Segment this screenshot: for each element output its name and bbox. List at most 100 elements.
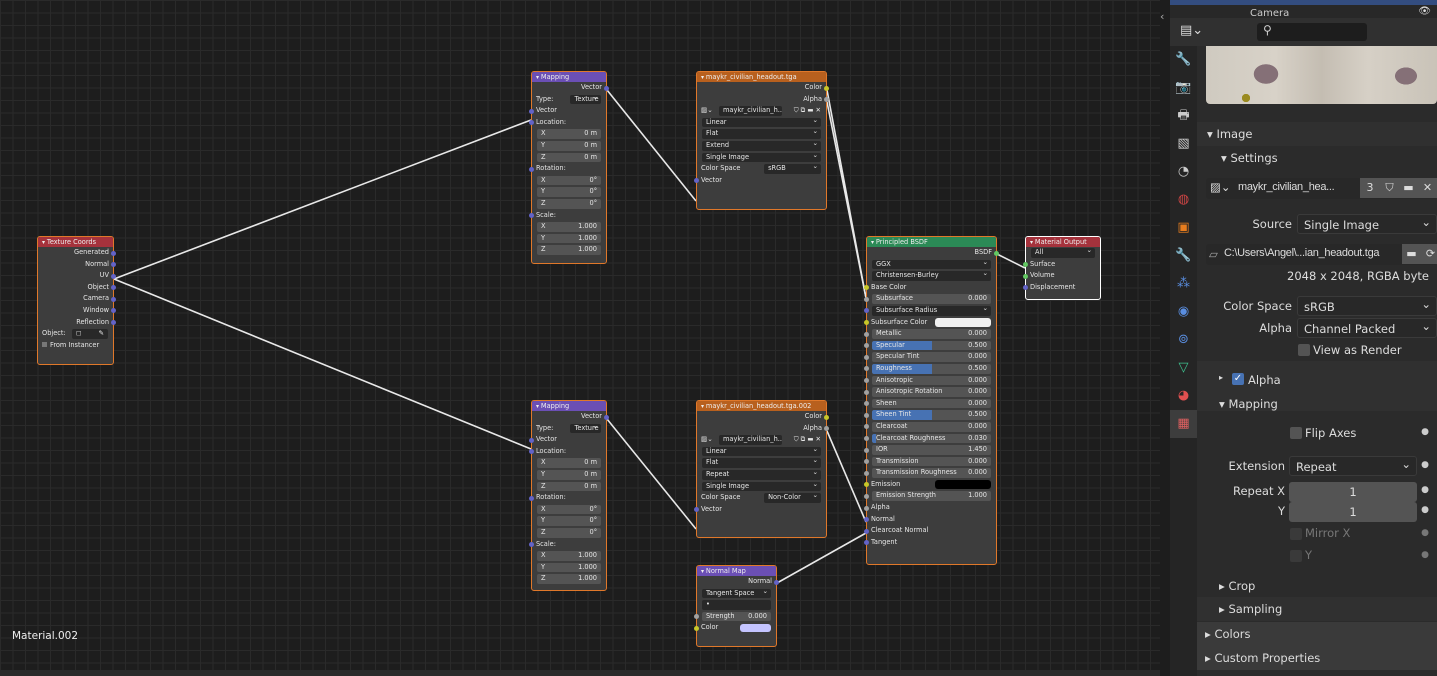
extension-dropdown[interactable]: Repeat bbox=[1289, 456, 1417, 476]
float-socket-icon[interactable] bbox=[864, 389, 869, 395]
float-socket-icon[interactable] bbox=[864, 505, 869, 511]
node-header[interactable]: maykr_civilian_headout.tga bbox=[697, 72, 826, 82]
vector-socket-icon[interactable] bbox=[111, 273, 116, 279]
dropdown[interactable]: GGX bbox=[872, 259, 991, 270]
color-socket-icon[interactable] bbox=[864, 285, 869, 291]
checkbox[interactable] bbox=[42, 341, 47, 347]
node-header[interactable]: Texture Coords bbox=[38, 237, 113, 247]
visibility-eye-icon[interactable]: 👁 bbox=[1418, 6, 1431, 17]
dropdown[interactable]: Flat bbox=[702, 458, 821, 468]
view-layer-tab-icon[interactable]: ▧ bbox=[1177, 136, 1190, 151]
view-as-render-checkbox[interactable] bbox=[1298, 344, 1310, 356]
tool-tab-icon[interactable]: 🔧 bbox=[1175, 52, 1192, 67]
editor-type-icon[interactable]: ▤⌄ bbox=[1180, 23, 1204, 38]
custom-properties-panel-header[interactable]: ▸ Custom Properties bbox=[1197, 646, 1437, 670]
colors-panel-header[interactable]: ▸ Colors bbox=[1197, 622, 1437, 646]
dropdown[interactable]: Non-Color bbox=[764, 493, 821, 503]
alpha-mode-dropdown[interactable]: Channel Packed bbox=[1297, 318, 1437, 338]
dropdown[interactable]: sRGB bbox=[764, 164, 821, 174]
dropdown[interactable]: All bbox=[1031, 248, 1095, 258]
color-socket-icon[interactable] bbox=[694, 625, 699, 631]
vector-socket-icon[interactable] bbox=[111, 308, 116, 314]
float-socket-icon[interactable] bbox=[864, 436, 869, 441]
panel-settings-header[interactable]: ▾ Settings bbox=[1221, 151, 1278, 165]
float-socket-icon[interactable] bbox=[864, 343, 869, 349]
node-mapping-1[interactable]: MappingVectorType:TextureVectorLocation:… bbox=[529, 71, 609, 264]
vector-socket-icon[interactable] bbox=[864, 308, 869, 314]
texture-tab-icon[interactable]: ▦ bbox=[1170, 410, 1197, 438]
float-socket-icon[interactable] bbox=[864, 378, 869, 384]
float-socket-icon[interactable] bbox=[694, 614, 699, 620]
image-name-field[interactable]: maykr_civilian_h... bbox=[719, 106, 782, 116]
image-actions-icons[interactable]: ⛉ ⧉ ▬ ✕ bbox=[793, 106, 821, 115]
node-header[interactable]: maykr_civilian_headout.tga.002 bbox=[697, 401, 826, 411]
physics-tab-icon[interactable]: ◉ bbox=[1177, 304, 1190, 319]
dropdown[interactable]: Subsurface Radius bbox=[872, 305, 991, 316]
shader-socket-icon[interactable] bbox=[1023, 273, 1028, 279]
vector-socket-icon[interactable] bbox=[774, 579, 779, 585]
vector-socket-icon[interactable] bbox=[111, 285, 116, 291]
float-socket-icon[interactable] bbox=[864, 412, 869, 418]
vector-socket-icon[interactable] bbox=[529, 542, 534, 548]
outliner-selected-row[interactable] bbox=[1170, 0, 1437, 5]
vector-socket-icon[interactable] bbox=[111, 296, 116, 302]
vector-socket-icon[interactable] bbox=[604, 85, 609, 91]
float-socket-icon[interactable] bbox=[864, 459, 869, 465]
dropdown[interactable]: Tangent Space bbox=[702, 588, 771, 599]
dropdown[interactable]: Linear bbox=[702, 117, 821, 128]
color-socket-icon[interactable] bbox=[824, 85, 829, 91]
vector-socket-icon[interactable] bbox=[864, 528, 869, 534]
image-actions-icons[interactable]: ⛉ ⧉ ▬ ✕ bbox=[793, 435, 821, 444]
data-tab-icon[interactable]: ▽ bbox=[1178, 360, 1189, 375]
eyedropper-icon[interactable]: ✎ bbox=[98, 329, 104, 338]
dropdown[interactable]: Texture bbox=[570, 94, 601, 105]
repeat-x-keyframe-dot[interactable]: ● bbox=[1421, 485, 1429, 495]
repeat-x-field[interactable]: 1 bbox=[1289, 482, 1417, 502]
repeat-y-field[interactable]: 1 bbox=[1289, 502, 1417, 522]
object-tab-icon[interactable]: ▣ bbox=[1177, 220, 1190, 235]
node-texture-coords[interactable]: Texture CoordsGeneratedNormalUVObjectCam… bbox=[37, 236, 116, 365]
source-dropdown[interactable]: Single Image bbox=[1297, 214, 1437, 234]
vector-socket-icon[interactable] bbox=[694, 507, 699, 513]
scene-tab-icon[interactable]: ◔ bbox=[1177, 164, 1190, 179]
vector-socket-icon[interactable] bbox=[111, 320, 116, 326]
outliner-item-camera[interactable]: Camera bbox=[1250, 8, 1290, 19]
collapse-sidebar-icon[interactable]: ‹ bbox=[1160, 10, 1165, 23]
dropdown[interactable]: Flat bbox=[702, 129, 821, 139]
mapping-panel-header[interactable]: ▾ Mapping bbox=[1219, 397, 1278, 411]
vector-socket-icon[interactable] bbox=[604, 414, 609, 420]
node-image-texture-1[interactable]: maykr_civilian_headout.tgaColorAlpha▨⌄ma… bbox=[694, 71, 829, 210]
extension-keyframe-dot[interactable]: ● bbox=[1421, 460, 1429, 470]
users-count[interactable]: 3 bbox=[1360, 178, 1380, 198]
color-swatch[interactable] bbox=[935, 318, 991, 327]
float-socket-icon[interactable] bbox=[864, 424, 869, 430]
float-socket-icon[interactable] bbox=[864, 354, 869, 360]
dropdown[interactable]: Single Image bbox=[702, 481, 821, 492]
dropdown[interactable]: Repeat bbox=[702, 469, 821, 480]
color-socket-icon[interactable] bbox=[864, 482, 869, 488]
properties-search-input[interactable]: ⚲ bbox=[1257, 23, 1367, 41]
sampling-panel-header[interactable]: ▸ Sampling bbox=[1197, 597, 1437, 621]
image-name-field[interactable]: maykr_civilian_h... bbox=[719, 435, 782, 445]
vector-socket-icon[interactable] bbox=[864, 517, 869, 523]
color-swatch[interactable] bbox=[935, 480, 991, 489]
node-header[interactable]: Normal Map bbox=[697, 566, 776, 576]
